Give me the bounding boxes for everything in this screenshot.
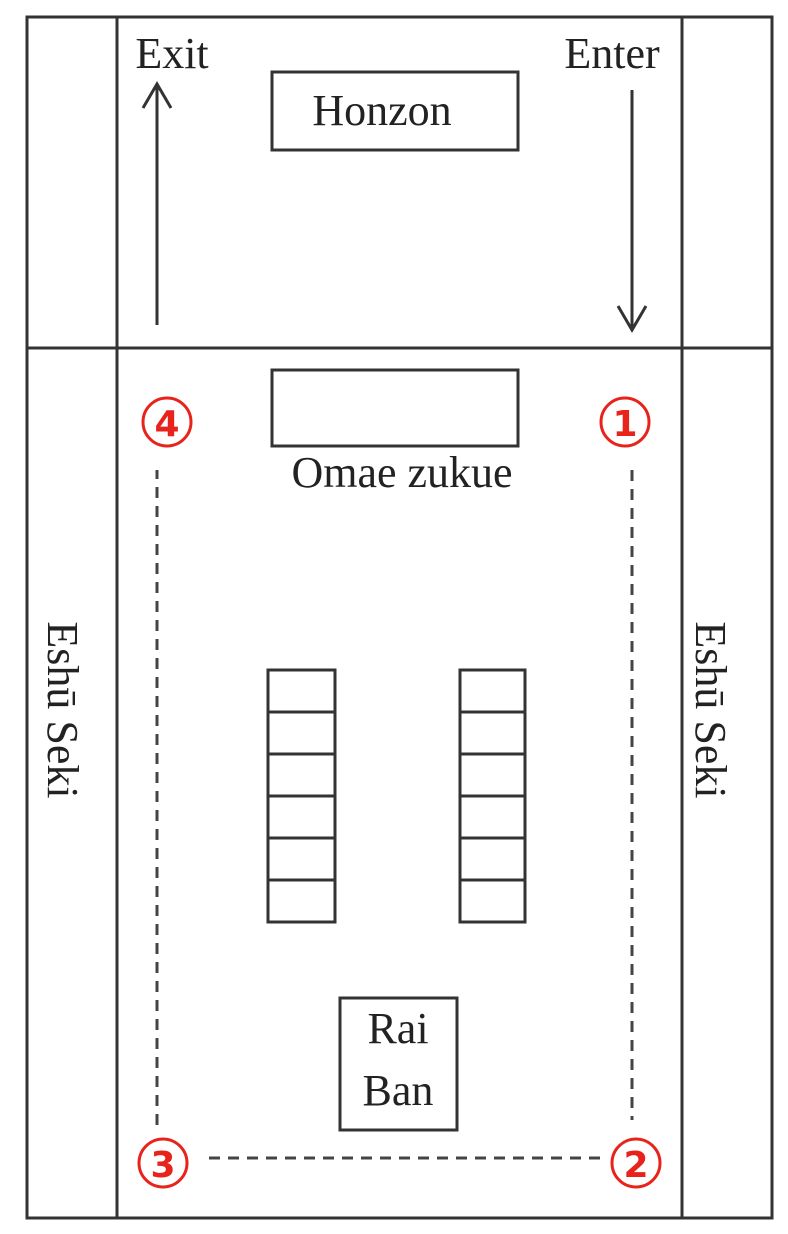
eshu-seki-right-label: Eshū Seki xyxy=(686,621,735,798)
honzon-box xyxy=(270,70,520,152)
step-marker-1: 1 xyxy=(599,396,651,448)
enter-arrow-icon xyxy=(616,90,648,333)
enter-label: Enter xyxy=(564,29,660,78)
rai-label: Rai xyxy=(367,1004,428,1053)
svg-text:1: 1 xyxy=(612,404,637,445)
omae-zukue-box xyxy=(270,368,520,448)
honzon-label: Honzon xyxy=(312,86,451,135)
ban-label: Ban xyxy=(363,1066,434,1115)
step-marker-2: 2 xyxy=(610,1137,662,1189)
step-marker-4: 4 xyxy=(141,396,193,448)
eshu-seki-left-label: Eshū Seki xyxy=(38,621,87,798)
hall-outline xyxy=(25,15,774,1220)
svg-text:3: 3 xyxy=(150,1145,175,1186)
svg-text:2: 2 xyxy=(623,1145,648,1186)
svg-text:4: 4 xyxy=(154,404,179,445)
omae-zukue-label: Omae zukue xyxy=(291,448,512,497)
left-seating-stack xyxy=(266,668,337,924)
rai-ban-box xyxy=(338,996,459,1132)
right-seating-stack xyxy=(458,668,527,924)
exit-arrow-icon xyxy=(141,81,173,325)
exit-label: Exit xyxy=(135,29,208,78)
step-marker-3: 3 xyxy=(137,1137,189,1189)
